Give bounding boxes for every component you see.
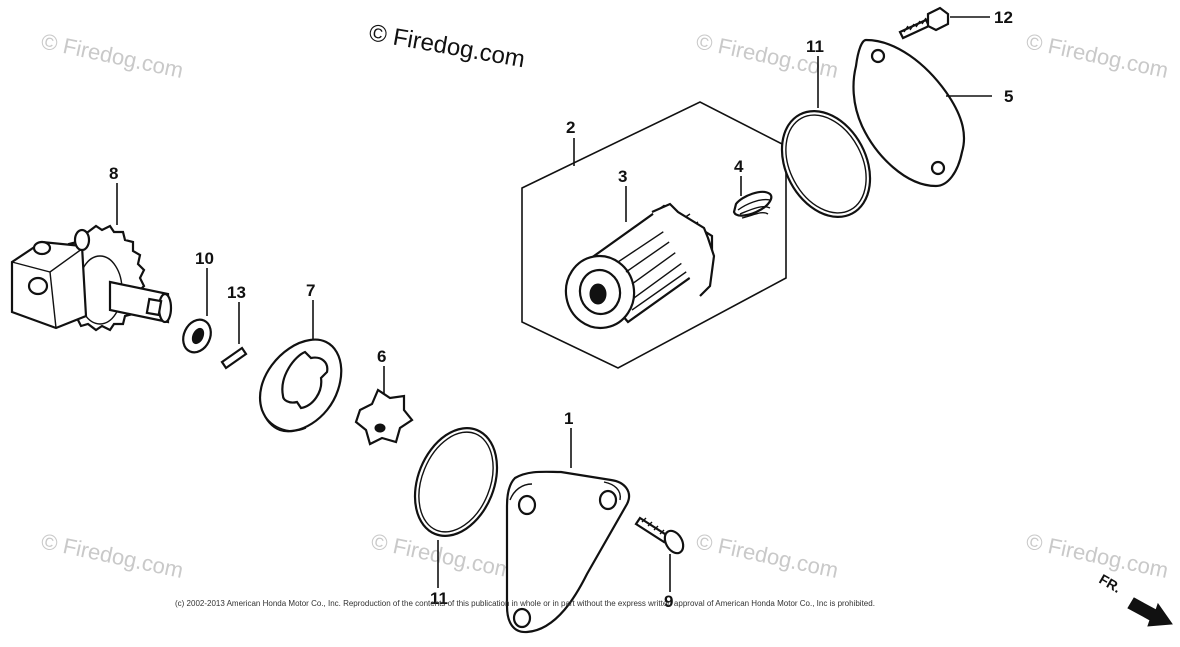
watermark-tile: © Firedog.com	[1024, 528, 1171, 583]
callout-12: 12	[994, 8, 1013, 27]
part-7-outer-rotor	[259, 338, 343, 433]
part-11-o-ring-lower	[413, 427, 499, 537]
part-8-oil-pump-body	[10, 224, 173, 332]
callout-7: 7	[306, 281, 315, 300]
callout-10: 10	[195, 249, 214, 268]
part-6-inner-rotor	[354, 388, 414, 446]
part-5-cover-plate	[852, 38, 966, 188]
callout-4: 4	[734, 157, 744, 176]
callout-8: 8	[109, 164, 118, 183]
part-10-washer	[182, 318, 212, 354]
callout-1: 1	[564, 409, 573, 428]
watermark-tile: © Firedog.com	[694, 528, 841, 583]
callout-11-upper: 11	[806, 37, 824, 56]
part-11-o-ring-upper	[780, 110, 872, 218]
copyright-notice: (c) 2002-2013 American Honda Motor Co., …	[175, 599, 875, 608]
watermark-tile: © Firedog.com	[1024, 28, 1171, 83]
part-9-screw	[634, 516, 685, 555]
direction-label: FR.	[1097, 571, 1125, 596]
part-13-pin	[220, 346, 248, 370]
callout-5: 5	[1004, 87, 1013, 106]
front-direction-indicator: FR.	[1097, 571, 1173, 627]
part-12-bolt	[898, 6, 950, 40]
watermark-tile: © Firedog.com	[39, 28, 186, 83]
watermark-tile: © Firedog.com	[39, 528, 186, 583]
part-1-pump-cover	[505, 470, 631, 634]
callout-6: 6	[377, 347, 386, 366]
part-2-assembly-outline	[521, 101, 787, 369]
part-4-spring	[732, 190, 773, 219]
callout-13: 13	[227, 283, 246, 302]
direction-arrow-icon	[1127, 597, 1173, 627]
callout-11-lower: 11	[430, 589, 448, 608]
callout-3: 3	[618, 167, 627, 186]
callout-9: 9	[664, 592, 673, 611]
watermark-main: © Firedog.com	[367, 19, 527, 73]
callout-2: 2	[566, 118, 575, 137]
part-3-oil-filter	[564, 202, 716, 330]
